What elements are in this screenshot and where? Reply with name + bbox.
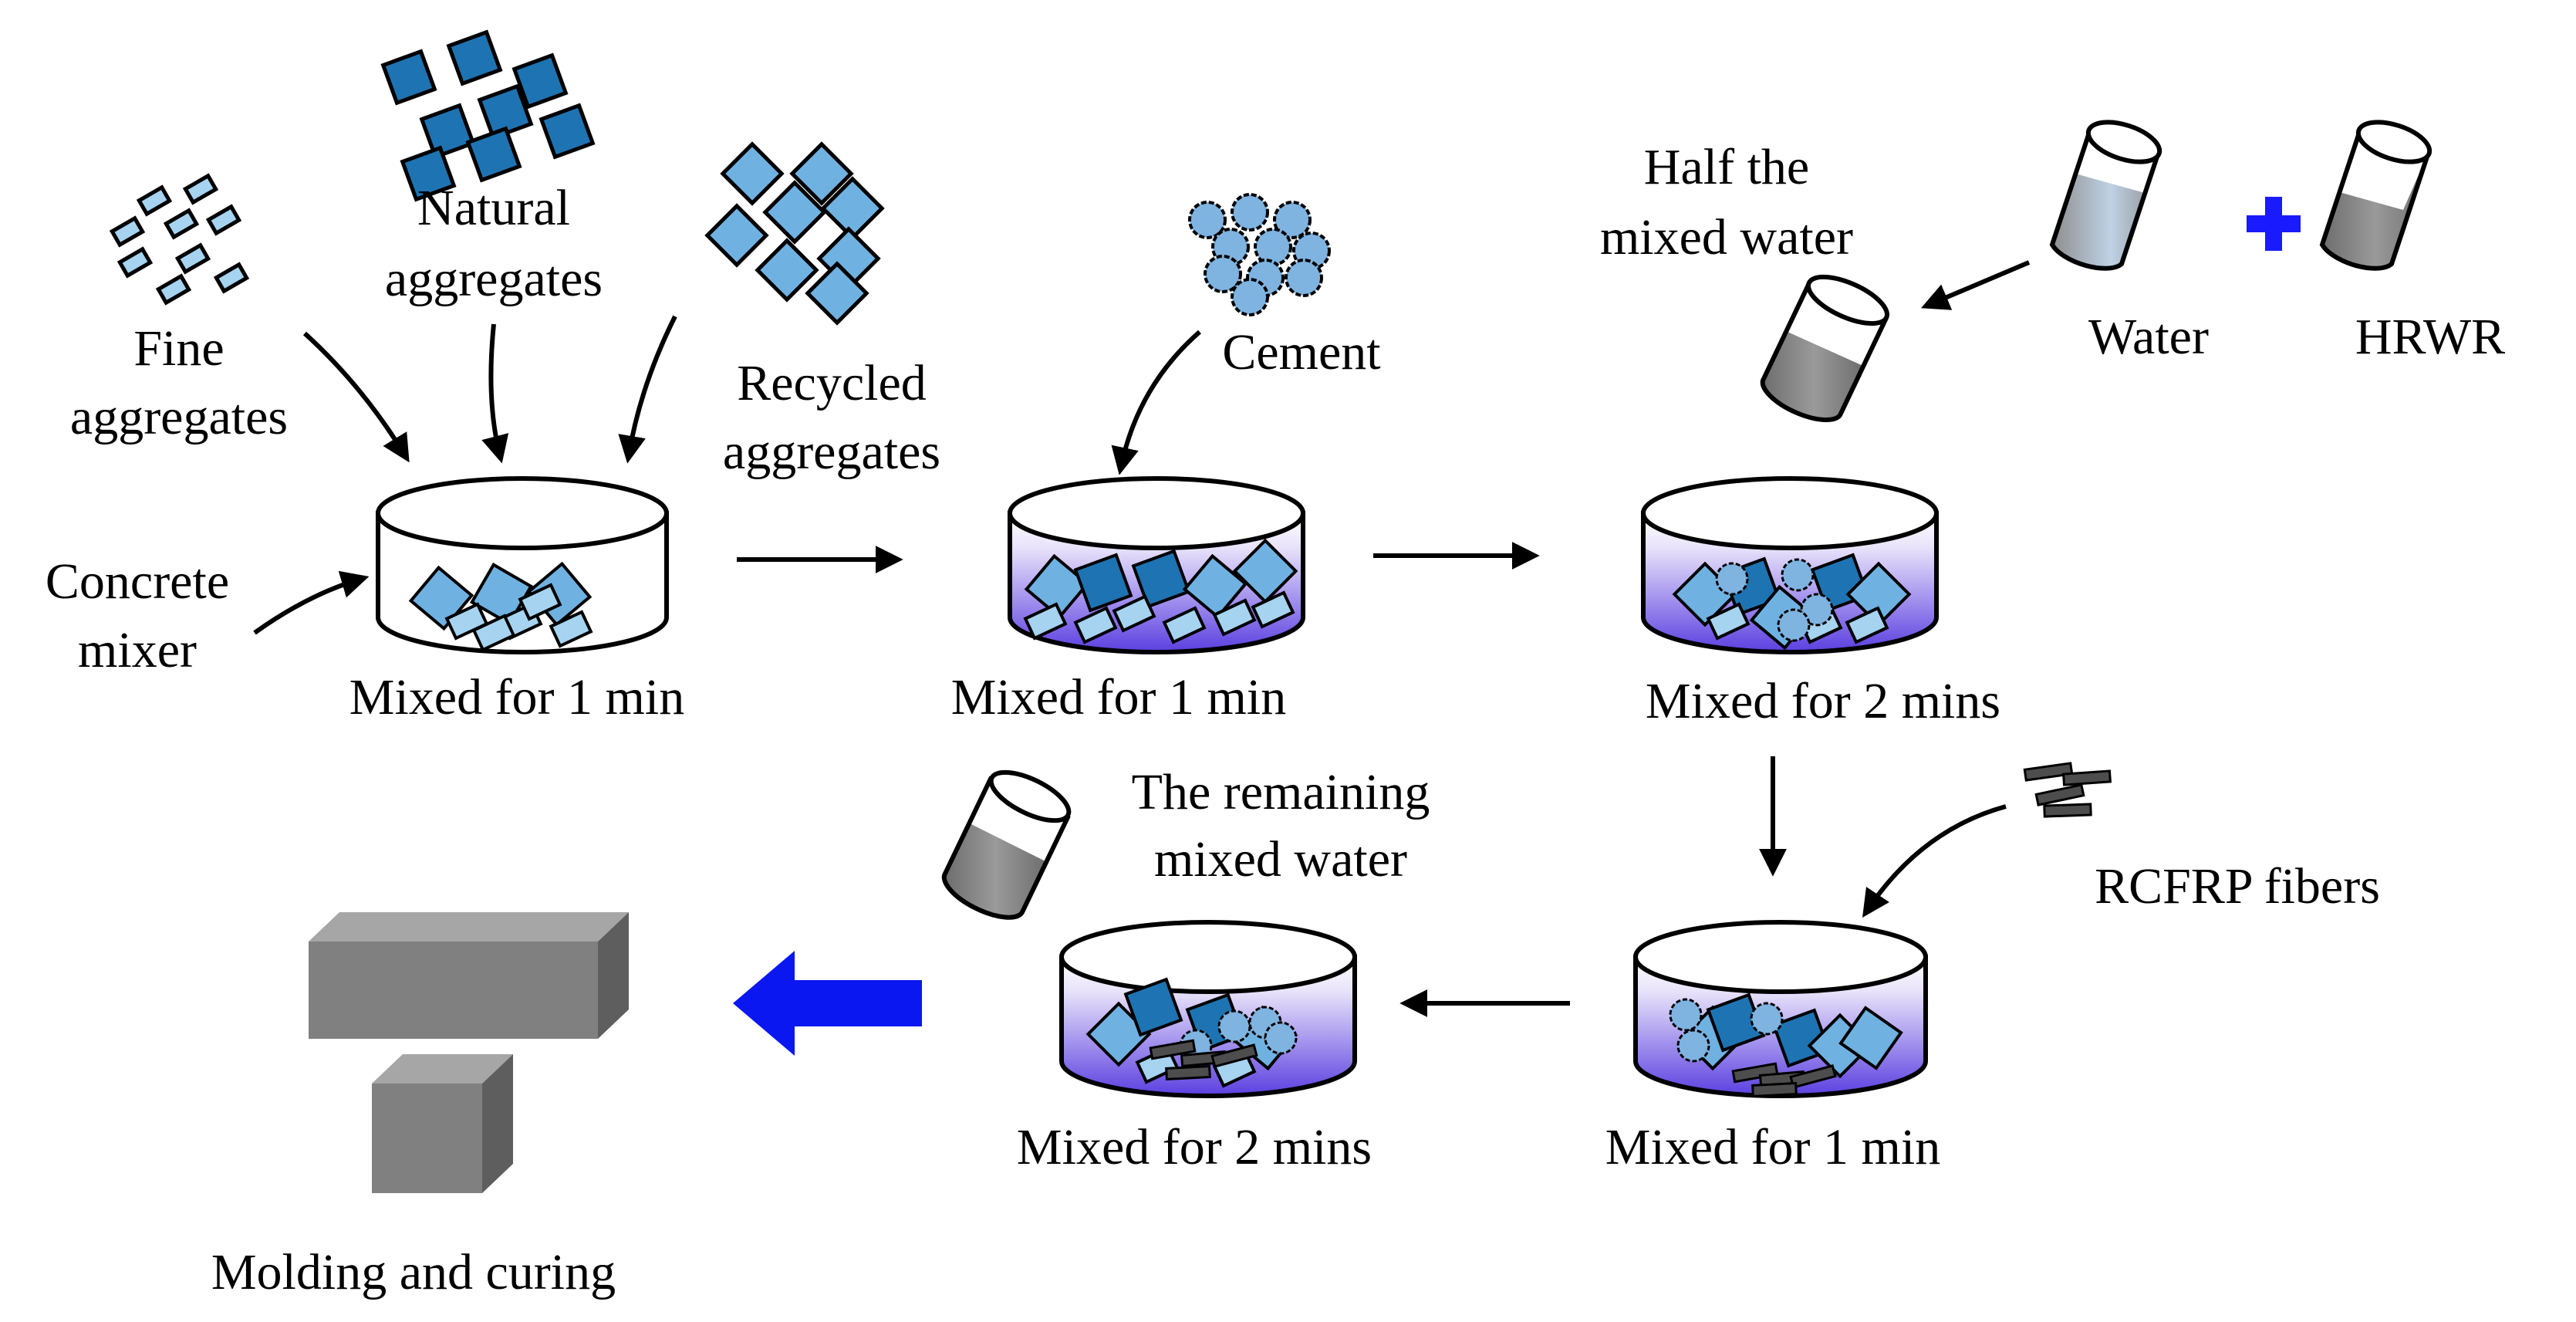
recycled-aggregates-icon <box>704 141 885 326</box>
step-1-label: Mixed for 1 min <box>349 669 684 725</box>
rcfrp-fibers-label: RCFRP fibers <box>2095 858 2380 915</box>
half-water-cup-icon <box>1760 274 1890 423</box>
arrow-concrete-mixer-pointer <box>253 570 370 635</box>
arrow-fine-to-mixer <box>302 331 410 463</box>
svg-text:aggregates: aggregates <box>70 389 288 445</box>
mixer-5 <box>1059 920 1357 1098</box>
natural-aggregates-icon <box>380 29 596 202</box>
svg-text:aggregates: aggregates <box>723 424 940 480</box>
curing-beam-block <box>309 912 629 1039</box>
remaining-water-cup-icon <box>941 769 1072 920</box>
mixer-4-fibers <box>1731 1062 1837 1098</box>
svg-text:Fine: Fine <box>133 320 224 377</box>
mixer-2-aggregates <box>1023 538 1298 644</box>
arrow-water-to-cup <box>1921 260 2031 310</box>
step-2-label: Mixed for 1 min <box>951 669 1286 725</box>
arrow-cement-to-mixer <box>1111 330 1201 475</box>
svg-text:Recycled: Recycled <box>737 355 927 411</box>
mixer-2 <box>1008 476 1305 654</box>
mixer-4 <box>1633 920 1928 1098</box>
step-5-label: Mixed for 2 mins <box>1017 1119 1372 1175</box>
molding-curing-label: Molding and curing <box>211 1244 616 1300</box>
half-water-label: Half the mixed water <box>1600 139 1853 265</box>
curing-cube-block <box>372 1054 513 1193</box>
mixer-4-cement <box>1669 998 1784 1063</box>
recycled-aggregates-label: Recycled aggregates <box>723 355 940 480</box>
big-blue-arrow <box>733 951 922 1056</box>
cement-icon <box>1188 193 1331 316</box>
svg-text:Half the: Half the <box>1644 139 1809 195</box>
mixer-1 <box>376 476 669 654</box>
hrwr-cup-icon <box>2319 120 2433 271</box>
mixer-5-fibers <box>1149 1039 1258 1081</box>
svg-text:mixed water: mixed water <box>1154 831 1407 888</box>
fine-aggregates-label: Fine aggregates <box>70 320 288 445</box>
arrow-recycled-to-mixer <box>618 315 677 464</box>
fine-aggregates-icon <box>109 173 250 306</box>
svg-text:The remaining: The remaining <box>1132 764 1430 820</box>
input-arrows <box>253 260 2031 918</box>
mixer-1-aggregates <box>408 561 593 652</box>
rcfrp-fibers-icon <box>2023 762 2112 818</box>
hrwr-label: HRWR <box>2355 309 2505 365</box>
cement-label: Cement <box>1222 324 1380 380</box>
plus-icon <box>2247 197 2301 251</box>
flow-arrows <box>737 542 1787 1017</box>
step-4-label: Mixed for 1 min <box>1605 1119 1940 1175</box>
svg-text:mixer: mixer <box>78 622 197 678</box>
water-cup-icon <box>2049 120 2162 271</box>
concrete-mixer-label: Concrete mixer <box>46 553 229 678</box>
svg-text:aggregates: aggregates <box>385 251 603 307</box>
svg-text:mixed water: mixed water <box>1600 209 1853 265</box>
mixer-3 <box>1641 476 1939 654</box>
step-3-label: Mixed for 2 mins <box>1646 673 2000 729</box>
mixer-3-cement <box>1715 558 1834 642</box>
natural-aggregates-label: Natural aggregates <box>385 180 603 307</box>
water-label: Water <box>2088 309 2209 365</box>
arrow-natural-to-mixer <box>481 323 509 464</box>
svg-text:Natural: Natural <box>417 180 570 236</box>
remaining-water-label: The remaining mixed water <box>1132 764 1430 888</box>
svg-text:Concrete: Concrete <box>46 553 229 610</box>
arrow-fibers-to-mixer <box>1862 804 2007 918</box>
